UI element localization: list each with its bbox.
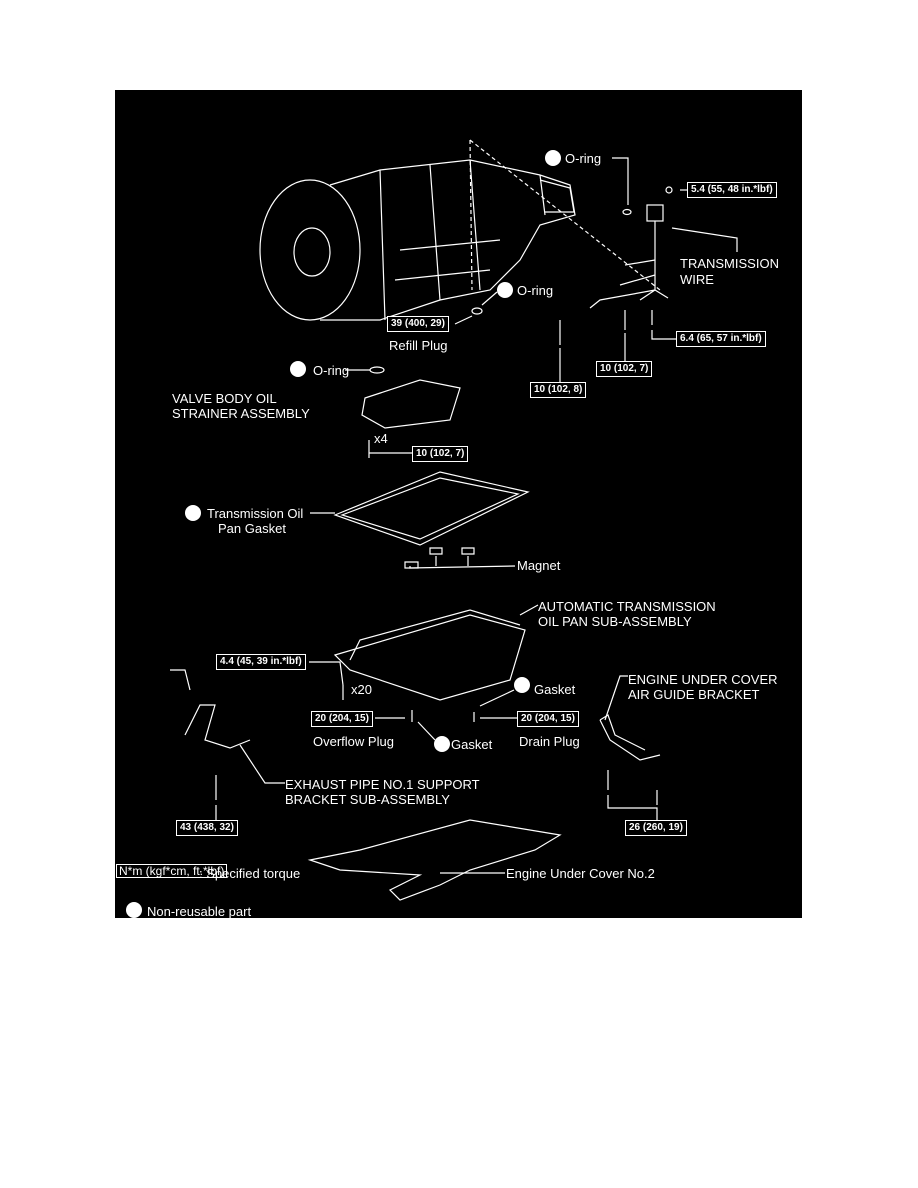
label-magnet: Magnet	[517, 558, 561, 573]
label-oil-pan-2: OIL PAN SUB-ASSEMBLY	[538, 614, 692, 629]
leader-lines	[215, 157, 738, 874]
non-reusable-marker	[545, 150, 561, 166]
torque-wire-b: 10 (102, 7)	[596, 361, 653, 377]
label-strainer-1: VALVE BODY OIL	[172, 391, 277, 406]
strainer-drawing	[361, 379, 461, 429]
label-pan-gasket-1: Transmission Oil	[207, 506, 304, 521]
non-reusable-marker	[514, 677, 530, 693]
label-transmission-wire-2: WIRE	[680, 272, 714, 287]
label-gasket-overflow: Gasket	[451, 737, 493, 752]
torque-wire-c: 10 (102, 8)	[530, 382, 587, 398]
non-reusable-marker	[185, 505, 201, 521]
exhaust-bracket-drawing	[170, 669, 251, 749]
label-air-guide-2: AIR GUIDE BRACKET	[628, 687, 760, 702]
torque-wire-a: 6.4 (65, 57 in.*lbf)	[676, 331, 766, 347]
legend-torque-unit: N*m (kgf*cm, ft.*lbf)	[116, 864, 228, 878]
label-pan-gasket-2: Pan Gasket	[218, 521, 286, 536]
torque-connector: 5.4 (55, 48 in.*lbf)	[687, 182, 777, 198]
label-pan-qty: x20	[351, 682, 372, 697]
torque-air-guide: 26 (260, 19)	[625, 820, 687, 836]
torque-strainer: 10 (102, 7)	[412, 446, 469, 462]
torque-exhaust: 43 (438, 32)	[176, 820, 238, 836]
label-strainer-2: STRAINER ASSEMBLY	[172, 406, 310, 421]
non-reusable-marker	[434, 736, 450, 752]
label-exhaust-bracket-2: BRACKET SUB-ASSEMBLY	[285, 792, 450, 807]
torque-overflow: 20 (204, 15)	[311, 711, 373, 727]
torque-refill: 39 (400, 29)	[387, 316, 449, 332]
air-guide-bracket-drawing	[599, 714, 661, 761]
magnet-drawing	[404, 547, 475, 569]
torque-pan: 4.4 (45, 39 in.*lbf)	[216, 654, 306, 670]
label-refill-plug: Refill Plug	[389, 338, 448, 353]
label-air-guide-1: ENGINE UNDER COVER	[628, 672, 778, 687]
pan-gasket-drawing	[333, 471, 530, 546]
label-strainer-qty: x4	[374, 431, 388, 446]
dashed-guide	[469, 139, 661, 291]
non-reusable-marker	[497, 282, 513, 298]
label-oring-refill: O-ring	[517, 283, 554, 298]
label-gasket-drain: Gasket	[534, 682, 576, 697]
non-reusable-marker	[126, 902, 142, 918]
legend-torque-desc: : Specified torque	[199, 866, 301, 881]
transmission-wire-drawing	[589, 186, 673, 309]
label-under-cover: Engine Under Cover No.2	[506, 866, 655, 881]
label-drain-plug: Drain Plug	[519, 734, 580, 749]
label-oring-strainer: O-ring	[313, 363, 350, 378]
oil-pan-drawing	[333, 609, 526, 701]
legend-non-reusable: Non-reusable part	[147, 904, 252, 919]
label-overflow-plug: Overflow Plug	[313, 734, 394, 749]
diagram-panel	[115, 90, 802, 918]
label-oring-top: O-ring	[565, 151, 602, 166]
non-reusable-marker	[290, 361, 306, 377]
transmission-drawing	[259, 159, 576, 321]
torque-drain: 20 (204, 15)	[517, 711, 579, 727]
label-transmission-wire-1: TRANSMISSION	[680, 256, 779, 271]
label-exhaust-bracket-1: EXHAUST PIPE NO.1 SUPPORT	[285, 777, 480, 792]
under-cover-drawing	[307, 819, 562, 901]
label-oil-pan-1: AUTOMATIC TRANSMISSION	[538, 599, 716, 614]
